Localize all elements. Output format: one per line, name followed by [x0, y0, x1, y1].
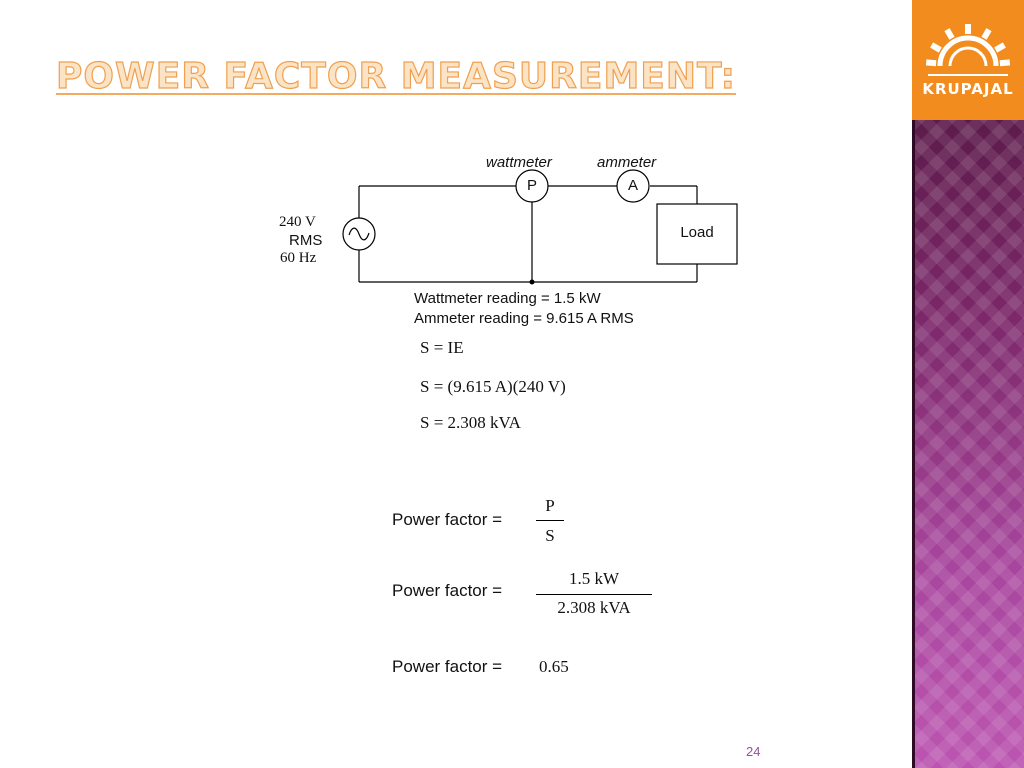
pf-label-1: Power factor =	[392, 510, 503, 529]
pf-result: 0.65	[539, 657, 569, 676]
pf-label-2: Power factor =	[392, 581, 503, 600]
wattmeter-label: wattmeter	[486, 154, 552, 171]
gear-icon	[925, 24, 1011, 76]
equation-s-substituted: S = (9.615 A)(240 V)	[420, 377, 566, 396]
ammeter-label: ammeter	[597, 154, 657, 171]
page-number: 24	[746, 744, 761, 759]
equation-s-formula: S = IE	[420, 338, 464, 357]
ammeter-symbol	[616, 169, 650, 203]
pf-denominator-2: 2.308 kVA	[557, 598, 631, 617]
fraction-line-1	[536, 520, 564, 521]
logo-text: KRUPAJAL	[922, 80, 1014, 98]
circuit-diagram	[342, 169, 738, 285]
wattmeter-symbol	[515, 169, 549, 203]
sidebar-edge	[912, 0, 915, 768]
pf-numerator-1: P	[545, 496, 555, 515]
pf-numerator-2: 1.5 kW	[568, 569, 620, 588]
equation-s-result: S = 2.308 kVA	[420, 413, 521, 432]
fraction-line-2	[536, 594, 652, 595]
pf-denominator-1: S	[545, 526, 555, 545]
wattmeter-reading: Wattmeter reading = 1.5 kW	[414, 290, 601, 307]
pf-label-3: Power factor =	[392, 657, 503, 676]
sine-wave-icon	[348, 227, 370, 241]
source-frequency: 60 Hz	[280, 250, 317, 266]
ammeter-symbol-label: A	[627, 177, 638, 194]
logo: KRUPAJAL	[912, 0, 1024, 120]
ammeter-reading: Ammeter reading = 9.615 A RMS	[414, 310, 634, 327]
slide-title: POWER FACTOR MEASUREMENT:	[55, 55, 736, 97]
source-rms: RMS	[289, 232, 323, 249]
wattmeter-symbol-label: P	[526, 177, 537, 194]
source-voltage: 240 V	[279, 214, 316, 230]
junction-dot	[529, 279, 535, 285]
sidebar: KRUPAJAL	[912, 0, 1024, 768]
load-box	[656, 203, 738, 265]
load-label: Load	[680, 224, 714, 241]
